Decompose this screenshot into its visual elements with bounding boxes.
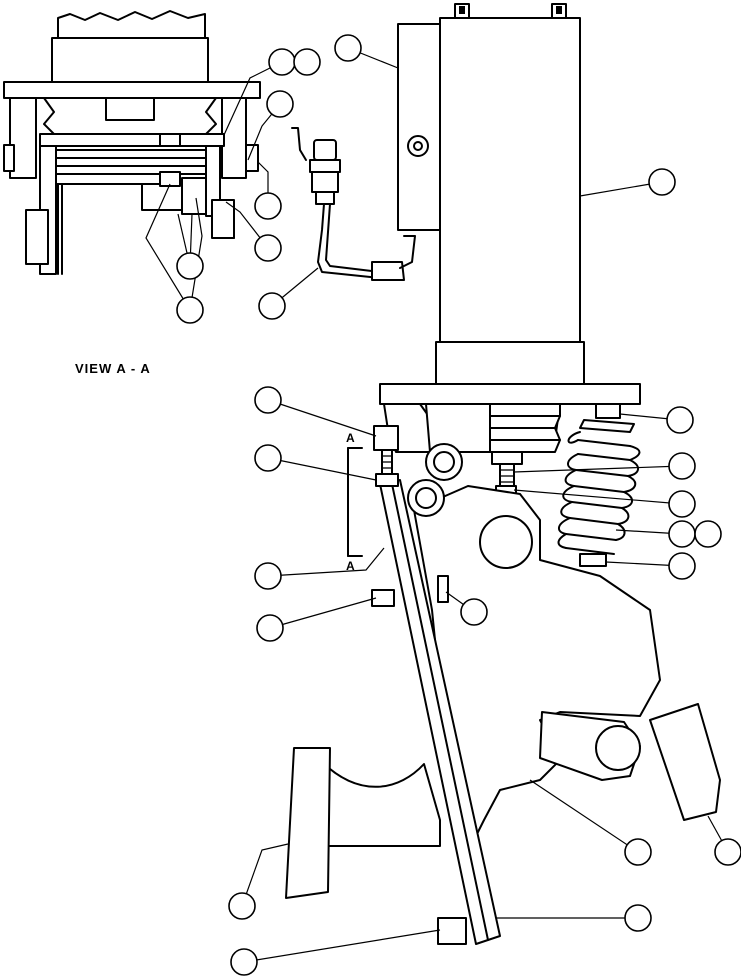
section-marker: A A bbox=[346, 431, 363, 573]
callout-bubble bbox=[176, 252, 204, 280]
callout-bubbles bbox=[176, 34, 741, 976]
callout-bubble bbox=[254, 192, 282, 220]
callout-bubble bbox=[266, 90, 294, 118]
callout-bubble bbox=[254, 386, 282, 414]
callout-bubble bbox=[293, 48, 321, 76]
callout-bubble bbox=[666, 406, 694, 434]
callout-bubble bbox=[256, 614, 284, 642]
callout-bubble bbox=[714, 838, 741, 866]
callout-bubble bbox=[268, 48, 296, 76]
callout-bubble bbox=[460, 598, 488, 626]
return-spring bbox=[557, 403, 641, 567]
callout-bubble bbox=[694, 520, 722, 548]
callout-bubble bbox=[230, 948, 258, 976]
callout-bubble bbox=[258, 292, 286, 320]
view-a-a-section: VIEW A - A bbox=[3, 10, 261, 376]
callout-bubble bbox=[334, 34, 362, 62]
callout-bubble bbox=[624, 904, 652, 932]
view-label: VIEW A - A bbox=[75, 361, 151, 376]
section-mark-top: A bbox=[346, 431, 355, 445]
actuator-housing bbox=[379, 3, 641, 497]
callout-bubble bbox=[668, 552, 696, 580]
callout-bubble bbox=[228, 892, 256, 920]
section-mark-bottom: A bbox=[346, 559, 355, 573]
callout-bubble bbox=[176, 296, 204, 324]
callout-bubble bbox=[668, 452, 696, 480]
callout-bubble bbox=[254, 562, 282, 590]
pedal-linkage bbox=[285, 425, 721, 945]
callout-bubble bbox=[624, 838, 652, 866]
callout-bubble bbox=[648, 168, 676, 196]
callout-bubble bbox=[254, 234, 282, 262]
callout-bubble bbox=[254, 444, 282, 472]
callout-bubble bbox=[668, 490, 696, 518]
wire-harness bbox=[291, 127, 416, 281]
callout-bubble bbox=[668, 520, 696, 548]
